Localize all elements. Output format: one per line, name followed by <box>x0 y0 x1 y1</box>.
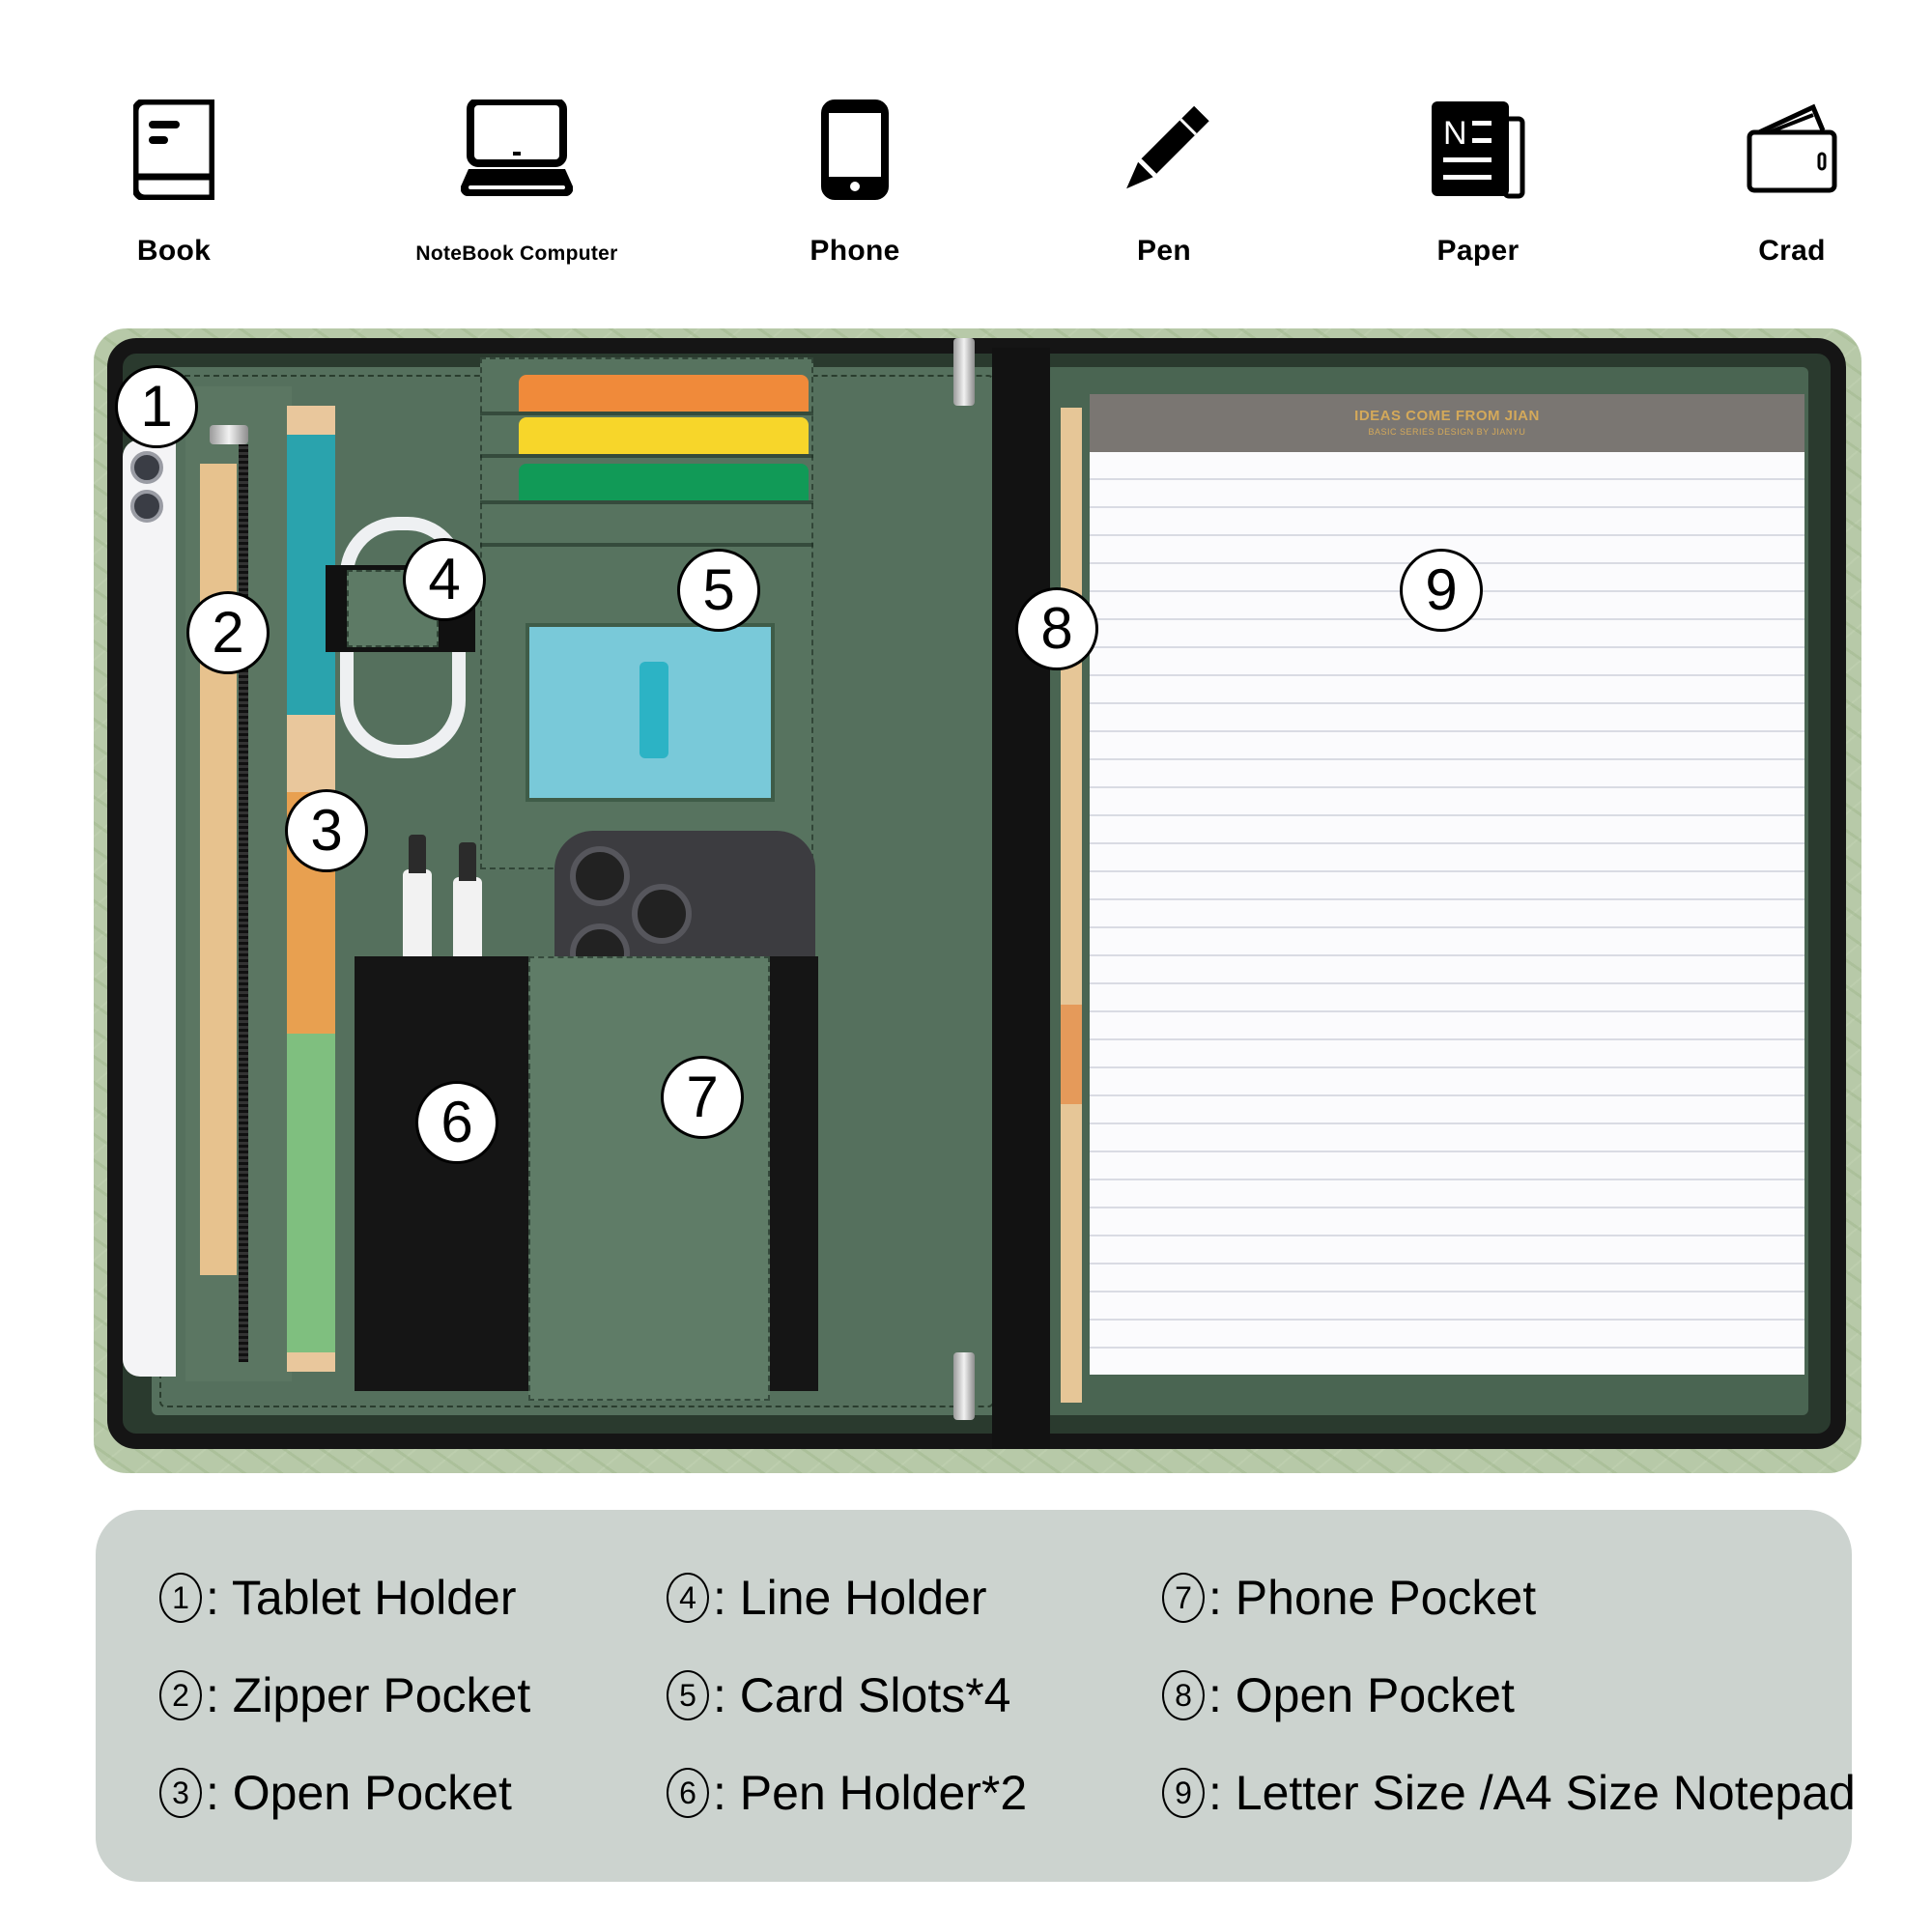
callout-badge-1: 1 <box>115 365 198 448</box>
zipper-pocket-teeth <box>239 444 248 1362</box>
callout-badge-7: 7 <box>661 1056 744 1139</box>
callout-badge-5: 5 <box>677 549 760 632</box>
legend-label: : Tablet Holder <box>206 1571 517 1625</box>
legend-number: 6 <box>667 1768 709 1818</box>
legend-label: : Letter Size /A4 Size Notepad <box>1208 1766 1856 1820</box>
notepad-brand-subtitle: BASIC SERIES DESIGN BY JIANYU <box>1368 427 1526 437</box>
callout-badge-9: 9 <box>1400 549 1483 632</box>
feature-notebook-computer: NoteBook Computer <box>391 92 642 266</box>
svg-text:N: N <box>1443 115 1467 152</box>
legend-item-3: 3 : Open Pocket <box>159 1765 512 1821</box>
pocket-zipper-pull <box>210 425 248 444</box>
tablet-camera-lens <box>130 490 163 523</box>
card-green <box>519 464 809 500</box>
pencil-icon <box>1106 92 1222 208</box>
callout-badge-6: 6 <box>415 1081 498 1164</box>
feature-card: Crad <box>1666 92 1918 268</box>
top-zipper-pull <box>953 338 975 406</box>
wallet-icon <box>1734 92 1850 208</box>
smartphone-icon <box>797 92 913 208</box>
feature-label-phone: Phone <box>810 235 900 267</box>
legend-number: 7 <box>1162 1573 1205 1623</box>
legend-item-2: 2 : Zipper Pocket <box>159 1667 530 1723</box>
legend-label: : Card Slots*4 <box>713 1668 1011 1722</box>
feature-phone: Phone <box>729 92 980 268</box>
card-slot-edge <box>480 454 813 458</box>
legend-number: 8 <box>1162 1670 1205 1720</box>
notepad-brand-title: IDEAS COME FROM JIAN <box>1354 408 1540 424</box>
feature-pen: Pen <box>1038 92 1290 268</box>
legend-item-8: 8 : Open Pocket <box>1162 1667 1515 1723</box>
legend-item-9: 9 : Letter Size /A4 Size Notepad <box>1162 1765 1856 1821</box>
callout-badge-4: 4 <box>403 538 486 621</box>
feature-label-notebook-computer: NoteBook Computer <box>415 242 618 265</box>
bottom-zipper-pull <box>953 1352 975 1420</box>
laptop-icon <box>459 92 575 208</box>
tablet-device <box>123 440 176 1377</box>
legend-label: : Pen Holder*2 <box>713 1766 1028 1820</box>
pen-holder-elastic <box>355 956 538 1391</box>
tablet-camera-lens <box>130 451 163 484</box>
notepad-header-band: IDEAS COME FROM JIAN BASIC SERIES DESIGN… <box>1090 394 1804 452</box>
legend-number: 9 <box>1162 1768 1205 1818</box>
legend-item-6: 6 : Pen Holder*2 <box>667 1765 1027 1821</box>
legend-label: : Phone Pocket <box>1208 1571 1537 1625</box>
legend-label: : Zipper Pocket <box>206 1668 531 1722</box>
legend-number: 4 <box>667 1573 709 1623</box>
feature-icon-row: Book NoteBook Computer Phone <box>0 0 1932 290</box>
legend-item-1: 1 : Tablet Holder <box>159 1570 516 1626</box>
zipper-pocket-booklet <box>200 464 237 1275</box>
legend-item-4: 4 : Line Holder <box>667 1570 987 1626</box>
callout-badge-3: 3 <box>285 789 368 872</box>
letter-notepad: IDEAS COME FROM JIAN BASIC SERIES DESIGN… <box>1090 394 1804 1375</box>
legend-item-7: 7 : Phone Pocket <box>1162 1570 1536 1626</box>
card-orange <box>519 375 809 412</box>
legend-label: : Open Pocket <box>206 1766 512 1820</box>
feature-label-book: Book <box>136 235 212 267</box>
id-window-thumb-notch <box>639 662 668 758</box>
legend-number: 5 <box>667 1670 709 1720</box>
phone-camera-lens <box>632 884 692 944</box>
phone-pocket <box>528 956 770 1401</box>
phone-camera-lens <box>570 846 630 906</box>
card-slot-edge <box>480 500 813 504</box>
book-icon <box>116 92 232 208</box>
notepad-icon: N <box>1420 92 1536 208</box>
card-yellow <box>519 417 809 454</box>
callout-badge-2: 2 <box>186 591 270 674</box>
legend-number: 1 <box>159 1573 202 1623</box>
phone-pocket-elastic <box>770 956 818 1391</box>
feature-legend-panel: 1 : Tablet Holder 2 : Zipper Pocket 3 : … <box>96 1510 1856 1882</box>
center-spine <box>992 348 1050 1449</box>
feature-label-card: Crad <box>1758 235 1826 267</box>
legend-label: : Line Holder <box>713 1571 987 1625</box>
feature-paper: N Paper <box>1352 92 1604 268</box>
legend-number: 3 <box>159 1768 202 1818</box>
legend-label: : Open Pocket <box>1208 1668 1515 1722</box>
legend-number: 2 <box>159 1670 202 1720</box>
card-slot-edge <box>480 543 813 547</box>
callout-badge-8: 8 <box>1015 587 1098 670</box>
open-pocket-booklet <box>287 406 335 1372</box>
feature-label-paper: Paper <box>1436 235 1520 267</box>
card-slot-edge <box>480 412 813 415</box>
right-open-pocket-booklet <box>1061 408 1082 1403</box>
feature-label-pen: Pen <box>1137 235 1191 267</box>
feature-book: Book <box>48 92 299 268</box>
legend-item-5: 5 : Card Slots*4 <box>667 1667 1010 1723</box>
